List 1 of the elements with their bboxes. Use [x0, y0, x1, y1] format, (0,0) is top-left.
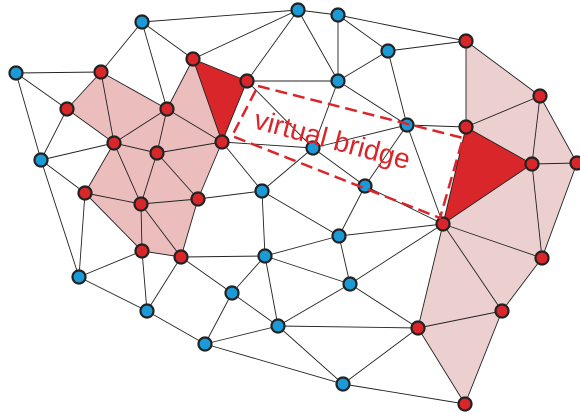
bridge-label: virtual bridge [251, 106, 414, 174]
